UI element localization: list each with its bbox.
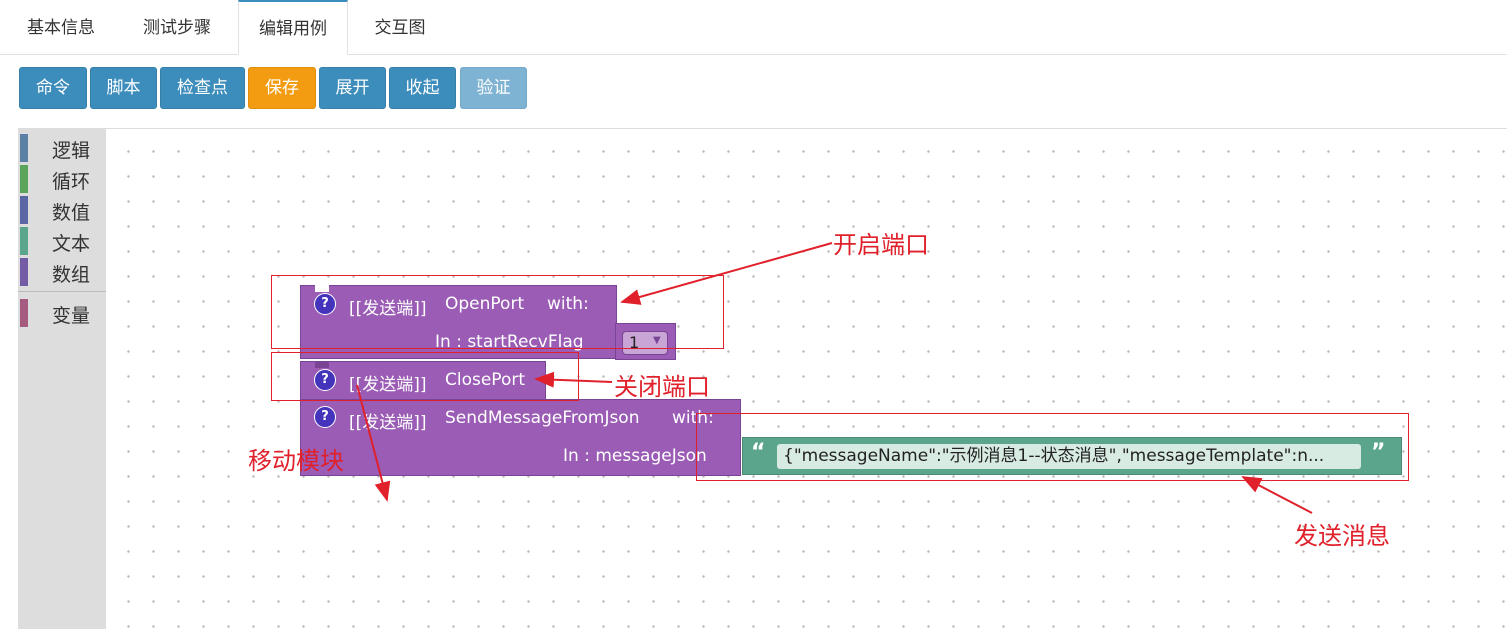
expand-button[interactable]: 展开 [319, 67, 386, 109]
help-icon[interactable]: ? [314, 293, 336, 315]
tab-test-steps[interactable]: 测试步骤 [143, 18, 211, 38]
category-label: 数组 [52, 264, 91, 286]
save-button[interactable]: 保存 [248, 67, 316, 109]
category-label: 文本 [52, 233, 91, 255]
category-color-bar [20, 134, 28, 162]
category-color-bar [20, 258, 28, 286]
arrow-close-port [534, 371, 613, 388]
verify-button: 验证 [460, 67, 527, 109]
dropdown-arrow-icon: ▼ [653, 335, 661, 346]
block-name: ClosePort [445, 370, 526, 390]
annotation-box-openport [271, 275, 724, 349]
value-dropdown[interactable]: 1 ▼ [622, 331, 668, 355]
category-color-bar [20, 196, 28, 224]
annotation-box-closeport [271, 352, 579, 401]
block-with-label: with: [547, 294, 589, 314]
category-color-bar [20, 165, 28, 193]
toolbox-category-loops[interactable]: 循环 [18, 165, 106, 193]
command-button[interactable]: 命令 [19, 67, 87, 109]
category-label: 循环 [52, 171, 91, 193]
sendmessage-block[interactable]: ? [[发送端]] SendMessageFromJson with: In :… [300, 399, 741, 476]
block-prefix: [[发送端]] [349, 299, 427, 319]
category-label: 逻辑 [52, 140, 91, 162]
tab-edit-case[interactable]: 编辑用例 [238, 0, 348, 55]
help-icon[interactable]: ? [314, 369, 336, 391]
tab-interaction-diagram[interactable]: 交互图 [374, 18, 426, 38]
block-name: OpenPort [445, 294, 525, 314]
tab-bar: 基本信息 测试步骤 编辑用例 交互图 [0, 0, 1507, 55]
annotation-label-move-block: 移动模块 [248, 447, 344, 475]
category-label: 数值 [52, 202, 91, 224]
close-quote-icon: ” [1371, 440, 1386, 465]
toolbox-category-logic[interactable]: 逻辑 [18, 134, 106, 162]
openport-block[interactable]: ? [[发送端]] OpenPort with: In : startRecvF… [300, 285, 617, 359]
arrow-move-block [356, 384, 391, 502]
collapse-button[interactable]: 收起 [389, 67, 456, 109]
arrow-open-port [620, 242, 833, 305]
number-value-block[interactable]: 1 ▼ [615, 323, 676, 360]
annotation-box-send-message [696, 413, 1409, 481]
block-notch [315, 361, 329, 368]
annotation-label-close-port: 关闭端口 [614, 373, 710, 401]
annotation-label-open-port: 开启端口 [833, 231, 929, 259]
closeport-block[interactable]: ? [[发送端]] ClosePort [300, 361, 546, 401]
annotation-label-send-message: 发送消息 [1294, 522, 1390, 550]
block-input-label: In : startRecvFlag [435, 332, 584, 352]
toolbox-category-lists[interactable]: 数组 [18, 258, 106, 286]
category-color-bar [20, 299, 28, 327]
block-notch [315, 285, 329, 292]
block-name: SendMessageFromJson [445, 408, 640, 428]
toolbox-category-math[interactable]: 数值 [18, 196, 106, 224]
block-input-label: In : messageJson [563, 446, 707, 466]
json-string-field[interactable]: {"messageName":"示例消息1--状态消息","messageTem… [777, 444, 1361, 469]
category-label: 变量 [52, 305, 91, 327]
toolbox-category-variables[interactable]: 变量 [18, 299, 106, 327]
toolbox: 逻辑 循环 数值 文本 数组 变量 [18, 129, 106, 629]
open-quote-icon: “ [751, 440, 766, 465]
script-button[interactable]: 脚本 [90, 67, 157, 109]
toolbox-category-text[interactable]: 文本 [18, 227, 106, 255]
checkpoint-button[interactable]: 检查点 [160, 67, 245, 109]
toolbox-separator [18, 291, 106, 292]
blockly-workspace[interactable] [18, 128, 1507, 630]
text-string-block[interactable]: “ {"messageName":"示例消息1--状态消息","messageT… [742, 437, 1402, 475]
help-icon[interactable]: ? [314, 406, 336, 428]
tab-basic-info[interactable]: 基本信息 [27, 18, 95, 38]
arrow-send-message [1241, 476, 1313, 514]
dropdown-value: 1 [629, 333, 640, 352]
category-color-bar [20, 227, 28, 255]
block-prefix: [[发送端]] [349, 375, 427, 395]
